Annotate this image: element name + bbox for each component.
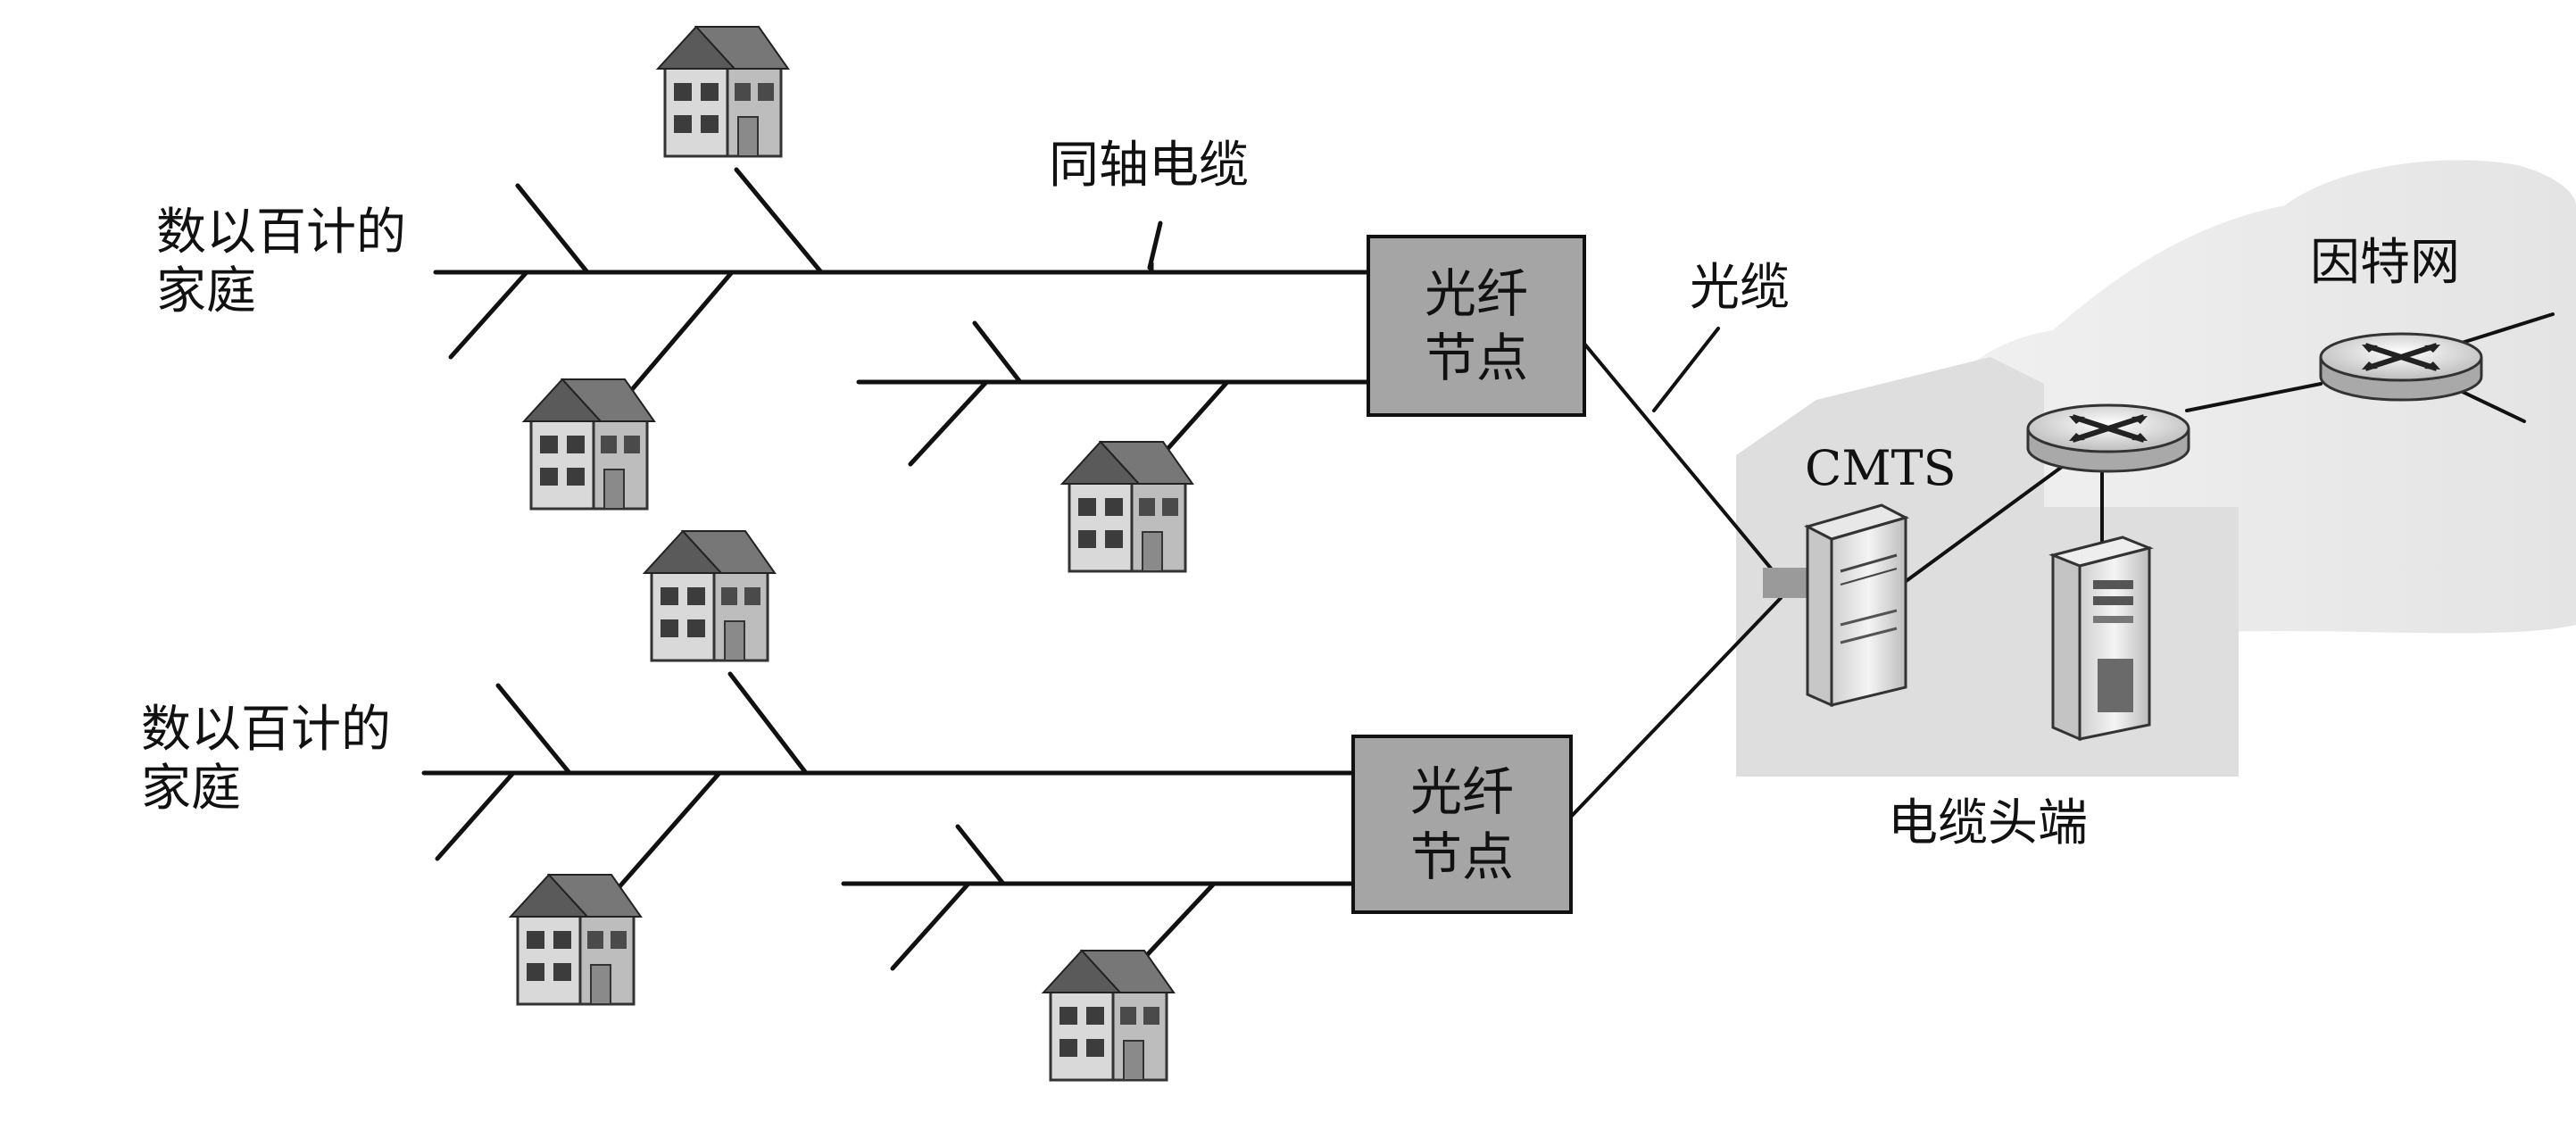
house-icon (643, 529, 777, 662)
fiber-node-2 (1351, 735, 1573, 914)
house-icon (509, 873, 643, 1006)
headend-cable-stub (1763, 568, 1807, 598)
fiber-cable-label: 光缆 (1690, 259, 1790, 317)
server-icon (2048, 536, 2154, 742)
cmts-server-icon (1803, 503, 1910, 708)
router-icon (2028, 405, 2189, 471)
internet-label: 因特网 (2310, 234, 2460, 292)
house-icon (656, 25, 790, 158)
coax-tree-2 (421, 671, 1356, 971)
fiber-node-1 (1367, 235, 1586, 417)
homes-label-1: 数以百计的 家庭 (156, 204, 406, 321)
cmts-label: CMTS (1805, 440, 1957, 496)
fiber-node-label-1: 光纤 节点 (1424, 262, 1528, 389)
house-icon (1060, 440, 1194, 573)
coax-tree-1 (433, 167, 1371, 467)
coax-cable-label: 同轴电缆 (1049, 137, 1249, 195)
homes-label-2: 数以百计的 家庭 (141, 701, 391, 818)
house-icon (522, 378, 656, 511)
router-icon (2321, 334, 2481, 400)
headend-label: 电缆头端 (1888, 794, 2088, 852)
fiber-node-label-2: 光纤 节点 (1409, 761, 1514, 887)
house-icon (1042, 949, 1176, 1082)
